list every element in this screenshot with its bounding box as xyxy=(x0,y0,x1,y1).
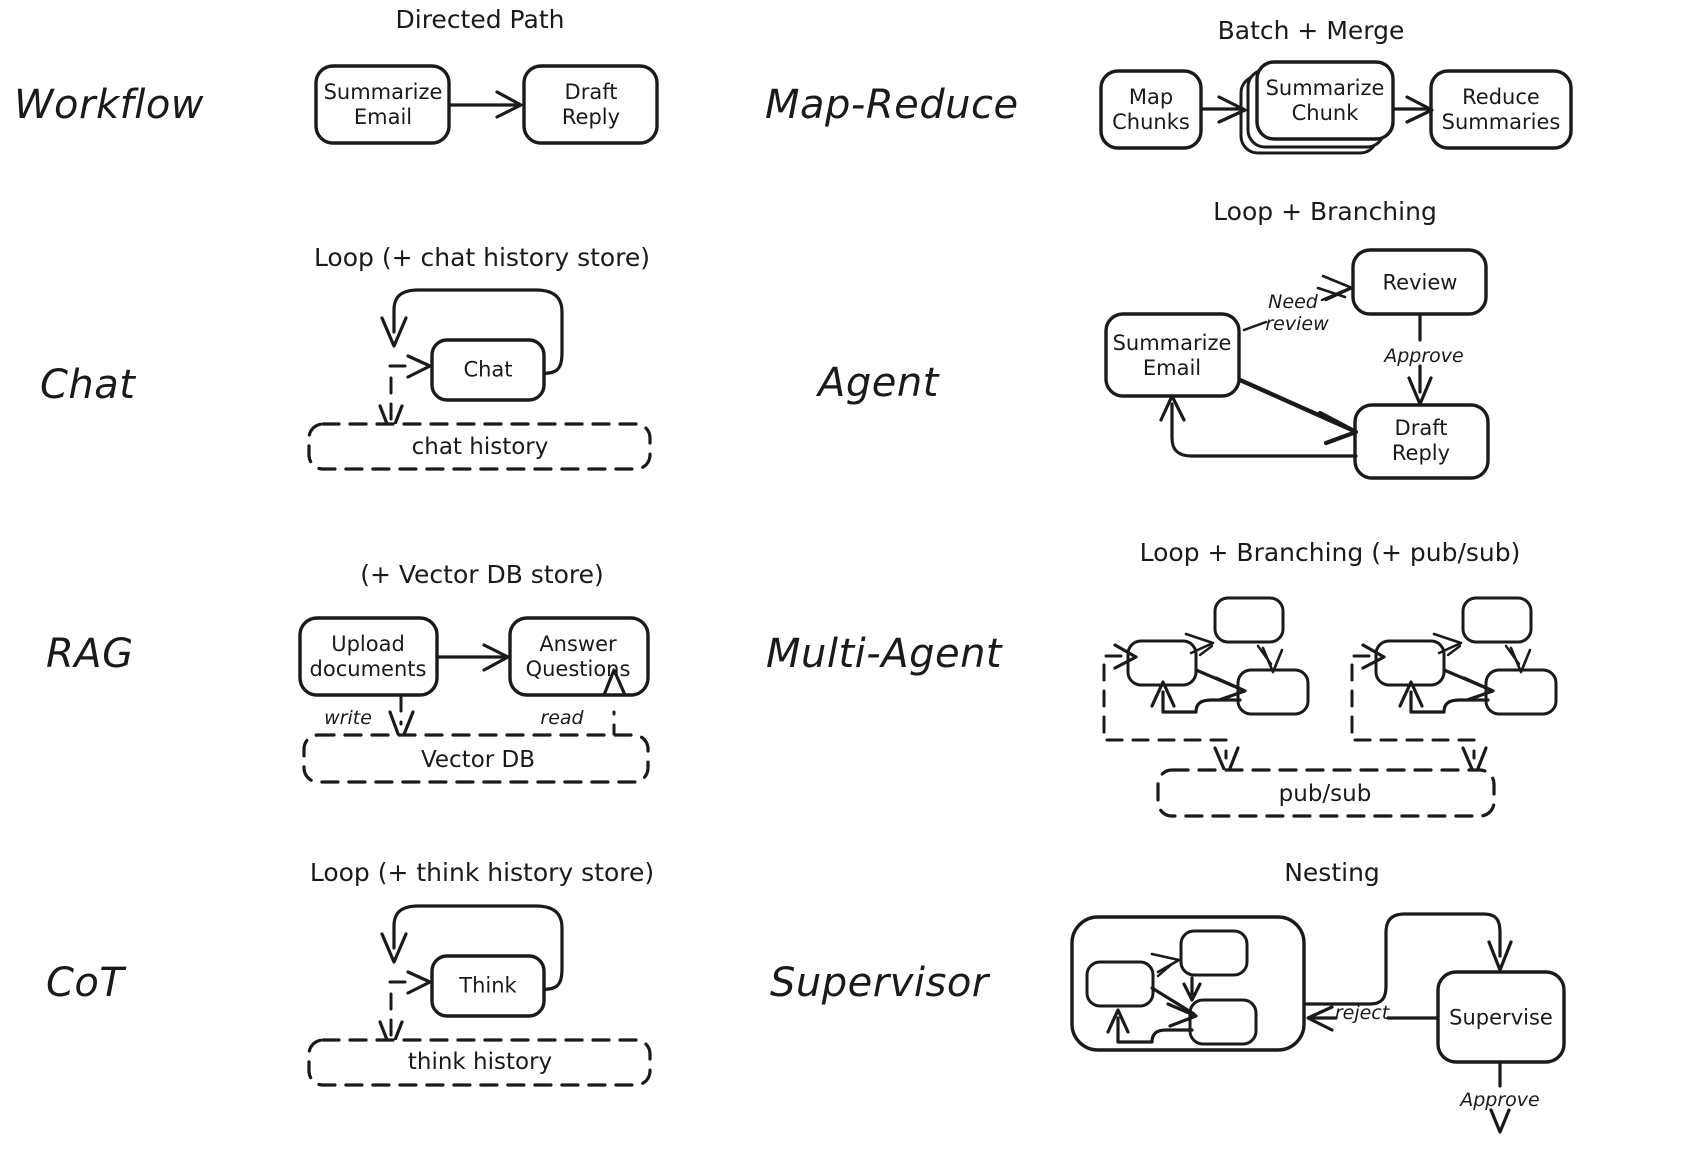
workflow-graph xyxy=(314,64,659,145)
edge-label-review: review xyxy=(1265,313,1329,335)
caption-loop-branching-pubsub: Loop + Branching (+ pub/sub) xyxy=(1139,538,1521,567)
edge-label-need: Need xyxy=(1268,291,1318,313)
row-label-multi-agent: Multi-Agent xyxy=(766,631,1003,677)
caption-loop-chat-history: Loop (+ chat history store) xyxy=(313,243,651,272)
caption-batch-merge: Batch + Merge xyxy=(1217,16,1405,45)
node-map-chunks: Map Chunks xyxy=(1112,85,1190,134)
node-answer-questions: Answer Questions xyxy=(525,632,631,681)
caption-nesting: Nesting xyxy=(1284,858,1380,887)
agent-cluster-a xyxy=(1102,596,1310,778)
node-think: Think xyxy=(459,973,517,998)
edge-label-sup-approve: Approve xyxy=(1460,1089,1540,1111)
node-reduce-summaries: Reduce Summaries xyxy=(1441,85,1561,134)
row-label-workflow: Workflow xyxy=(14,82,205,128)
agent-cluster-b xyxy=(1350,596,1558,778)
supervisor-graph xyxy=(1070,912,1566,1134)
edge-label-reject: reject xyxy=(1334,1002,1390,1024)
edge-label-approve: Approve xyxy=(1384,345,1464,367)
row-label-rag: RAG xyxy=(46,631,134,677)
map-reduce-graph xyxy=(1099,60,1573,155)
chat-graph xyxy=(307,288,652,471)
row-label-supervisor: Supervisor xyxy=(770,960,989,1006)
node-upload-documents: Upload documents xyxy=(309,632,427,681)
store-think-history: think history xyxy=(407,1049,553,1075)
node-summarize-chunk: Summarize Chunk xyxy=(1265,76,1385,125)
row-label-cot: CoT xyxy=(46,960,125,1006)
node-summarize-email: Summarize Email xyxy=(323,80,443,129)
node-agent-review: Review xyxy=(1382,270,1458,295)
caption-directed-path: Directed Path xyxy=(395,5,565,34)
agent-graph xyxy=(1104,248,1490,480)
edge-label-read: read xyxy=(540,707,584,729)
caption-loop-think-history: Loop (+ think history store) xyxy=(309,858,655,887)
node-agent-draft: Draft Reply xyxy=(1391,416,1451,465)
row-label-chat: Chat xyxy=(40,362,136,408)
store-pubsub: pub/sub xyxy=(1278,781,1372,807)
row-label-agent: Agent xyxy=(818,360,939,406)
edge-label-write: write xyxy=(324,707,372,729)
row-label-map-reduce: Map-Reduce xyxy=(765,82,1019,128)
store-vector-db: Vector DB xyxy=(420,747,536,773)
multi-agent-graph xyxy=(1102,596,1558,818)
node-draft-reply: Draft Reply xyxy=(561,80,621,129)
cot-graph xyxy=(307,904,652,1087)
node-agent-summarize: Summarize Email xyxy=(1112,331,1232,380)
node-supervise: Supervise xyxy=(1449,1005,1553,1030)
node-chat: Chat xyxy=(463,357,513,382)
caption-loop-branching: Loop + Branching xyxy=(1213,197,1437,226)
caption-vector-db-store: (+ Vector DB store) xyxy=(360,560,604,589)
rag-graph xyxy=(298,616,650,784)
store-chat-history: chat history xyxy=(411,434,549,460)
